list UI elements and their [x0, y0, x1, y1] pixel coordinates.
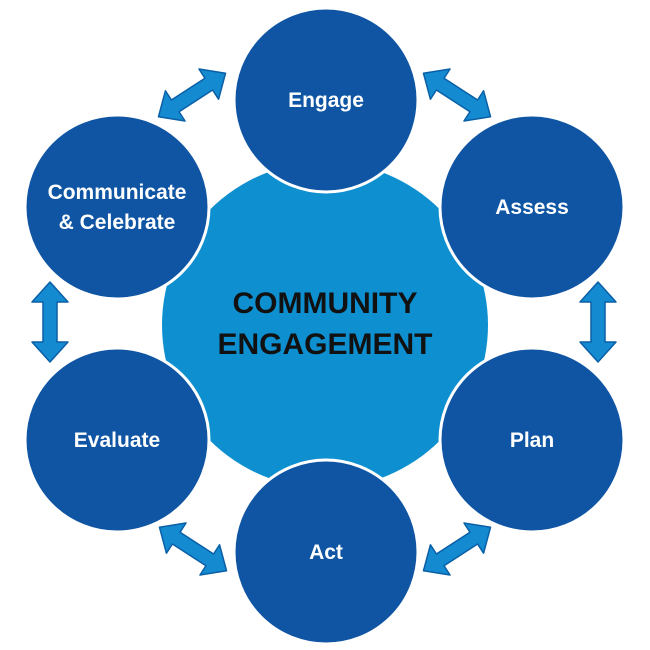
node-circle-evaluate	[23, 346, 211, 534]
center-hub: COMMUNITY ENGAGEMENT	[162, 162, 488, 488]
node-label-engage: Engage	[288, 89, 364, 112]
node-communicate: Communicate & Celebrate	[23, 113, 211, 301]
double-arrow-icon-plan-act	[422, 522, 492, 576]
arrows-layer	[31, 68, 617, 576]
node-act: Act	[232, 458, 420, 646]
double-arrow-icon-assess-plan	[579, 281, 617, 363]
double-arrow-icon-communicate-engage	[157, 68, 227, 122]
node-evaluate: Evaluate	[23, 346, 211, 534]
double-arrow-icon-act-evaluate	[158, 522, 228, 576]
node-circle-communicate	[23, 113, 211, 301]
center-label-line2: ENGAGEMENT	[217, 328, 432, 361]
node-circle-plan	[438, 346, 626, 534]
node-circle-engage	[232, 6, 420, 194]
node-label-evaluate: Evaluate	[74, 429, 160, 452]
double-arrow-icon-evaluate-communicate	[31, 281, 69, 363]
node-label-assess: Assess	[495, 196, 569, 219]
node-plan: Plan	[438, 346, 626, 534]
center-circle	[162, 162, 488, 488]
node-circle-assess	[438, 113, 626, 301]
node-engage: Engage	[232, 6, 420, 194]
node-label-plan: Plan	[510, 429, 554, 452]
node-circle-act	[232, 458, 420, 646]
center-label-line1: COMMUNITY	[233, 287, 418, 320]
double-arrow-icon-engage-assess	[422, 68, 492, 122]
node-label-communicate-line1: Communicate	[48, 181, 187, 204]
node-label-act: Act	[309, 541, 343, 564]
node-label-communicate-line2: & Celebrate	[59, 211, 176, 234]
node-assess: Assess	[438, 113, 626, 301]
